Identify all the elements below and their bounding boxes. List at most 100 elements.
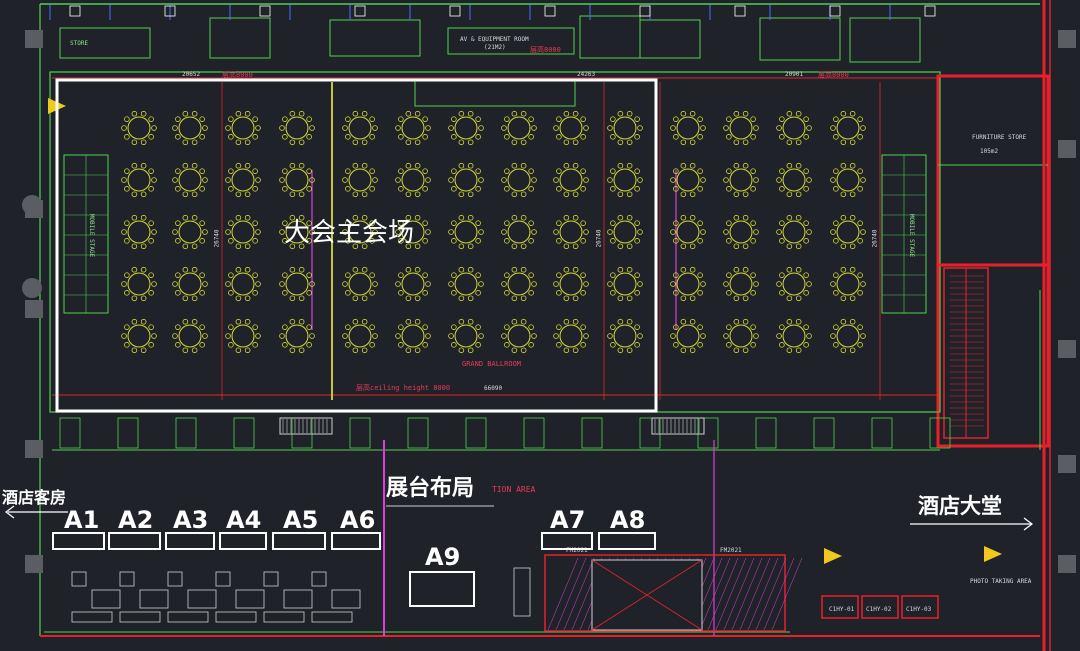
table-chair bbox=[467, 191, 474, 198]
table-chair bbox=[467, 162, 474, 169]
table-chair bbox=[849, 347, 856, 354]
table-chair bbox=[833, 272, 839, 278]
table-chair bbox=[352, 214, 359, 221]
table-chair bbox=[528, 324, 534, 330]
table-chair bbox=[191, 162, 198, 169]
table-chair bbox=[202, 281, 208, 287]
table-chair bbox=[689, 162, 696, 169]
table-chair bbox=[298, 243, 305, 250]
table-chair bbox=[202, 177, 208, 183]
table-chair bbox=[448, 229, 454, 235]
table-chair bbox=[556, 168, 562, 174]
table-chair bbox=[228, 220, 234, 226]
table-chair bbox=[425, 229, 431, 235]
round-table bbox=[454, 324, 478, 348]
furniture-store-wall bbox=[936, 74, 1050, 448]
corridor-pillar bbox=[929, 417, 951, 449]
table-chair bbox=[425, 125, 431, 131]
round-table bbox=[348, 168, 372, 192]
table-chair bbox=[451, 220, 457, 226]
table-chair bbox=[617, 214, 624, 221]
table-chair bbox=[673, 186, 679, 192]
table-chair bbox=[306, 116, 312, 122]
table-chair bbox=[726, 134, 732, 140]
table-chair bbox=[580, 134, 586, 140]
round-table bbox=[729, 220, 753, 244]
table-chair bbox=[289, 139, 296, 146]
table-chair bbox=[556, 324, 562, 330]
booth-a3-label: A3 bbox=[173, 506, 209, 534]
table-chair bbox=[175, 168, 181, 174]
table-chair bbox=[309, 177, 315, 183]
table-chair bbox=[689, 191, 696, 198]
table-chair bbox=[860, 229, 866, 235]
round-table bbox=[559, 168, 583, 192]
table-chair bbox=[467, 318, 474, 325]
table-chair bbox=[252, 186, 258, 192]
table-chair bbox=[172, 177, 178, 183]
table-chair bbox=[478, 125, 484, 131]
table-chair bbox=[475, 116, 481, 122]
table-chair bbox=[124, 342, 130, 348]
table-chair bbox=[733, 214, 740, 221]
armchair bbox=[167, 571, 183, 587]
table-chair bbox=[803, 220, 809, 226]
round-table bbox=[401, 324, 425, 348]
door-tag bbox=[449, 5, 461, 17]
table-chair bbox=[531, 125, 537, 131]
booth-a1 bbox=[52, 532, 105, 550]
table-chair bbox=[140, 162, 147, 169]
table-chair bbox=[306, 186, 312, 192]
table-chair bbox=[723, 333, 729, 339]
table-chair bbox=[742, 214, 749, 221]
table-chair bbox=[235, 295, 242, 302]
table-chair bbox=[795, 243, 802, 250]
round-table bbox=[729, 116, 753, 140]
table-chair bbox=[175, 220, 181, 226]
table-chair bbox=[306, 134, 312, 140]
table-chair bbox=[191, 110, 198, 117]
table-chair bbox=[467, 243, 474, 250]
table-chair bbox=[451, 238, 457, 244]
round-table bbox=[782, 116, 806, 140]
table-chair bbox=[202, 229, 208, 235]
table-chair bbox=[131, 214, 138, 221]
table-chair bbox=[405, 110, 412, 117]
height-label: 层高8000 bbox=[818, 71, 849, 79]
table-chair bbox=[369, 116, 375, 122]
table-chair bbox=[670, 229, 676, 235]
table-chair bbox=[580, 186, 586, 192]
table-chair bbox=[626, 214, 633, 221]
table-chair bbox=[309, 333, 315, 339]
table-chair bbox=[680, 318, 687, 325]
table-chair bbox=[572, 191, 579, 198]
round-table bbox=[729, 272, 753, 296]
round-table bbox=[401, 272, 425, 296]
table-chair bbox=[833, 324, 839, 330]
table-chair bbox=[617, 139, 624, 146]
table-chair bbox=[840, 214, 847, 221]
table-chair bbox=[140, 139, 147, 146]
table-chair bbox=[637, 229, 643, 235]
column bbox=[1058, 340, 1076, 358]
column bbox=[25, 555, 43, 573]
table-chair bbox=[131, 266, 138, 273]
table-chair bbox=[244, 347, 251, 354]
table-chair bbox=[504, 342, 510, 348]
table-chair bbox=[458, 110, 465, 117]
table-chair bbox=[282, 342, 288, 348]
table-chair bbox=[680, 347, 687, 354]
table-chair bbox=[345, 168, 351, 174]
table-chair bbox=[282, 186, 288, 192]
table-chair bbox=[451, 290, 457, 296]
table-chair bbox=[556, 290, 562, 296]
round-table bbox=[782, 168, 806, 192]
table-chair bbox=[140, 110, 147, 117]
table-chair bbox=[697, 342, 703, 348]
table-chair bbox=[282, 220, 288, 226]
main-hall-highlight bbox=[55, 78, 658, 413]
table-chair bbox=[395, 229, 401, 235]
table-chair bbox=[750, 324, 756, 330]
table-chair bbox=[572, 318, 579, 325]
